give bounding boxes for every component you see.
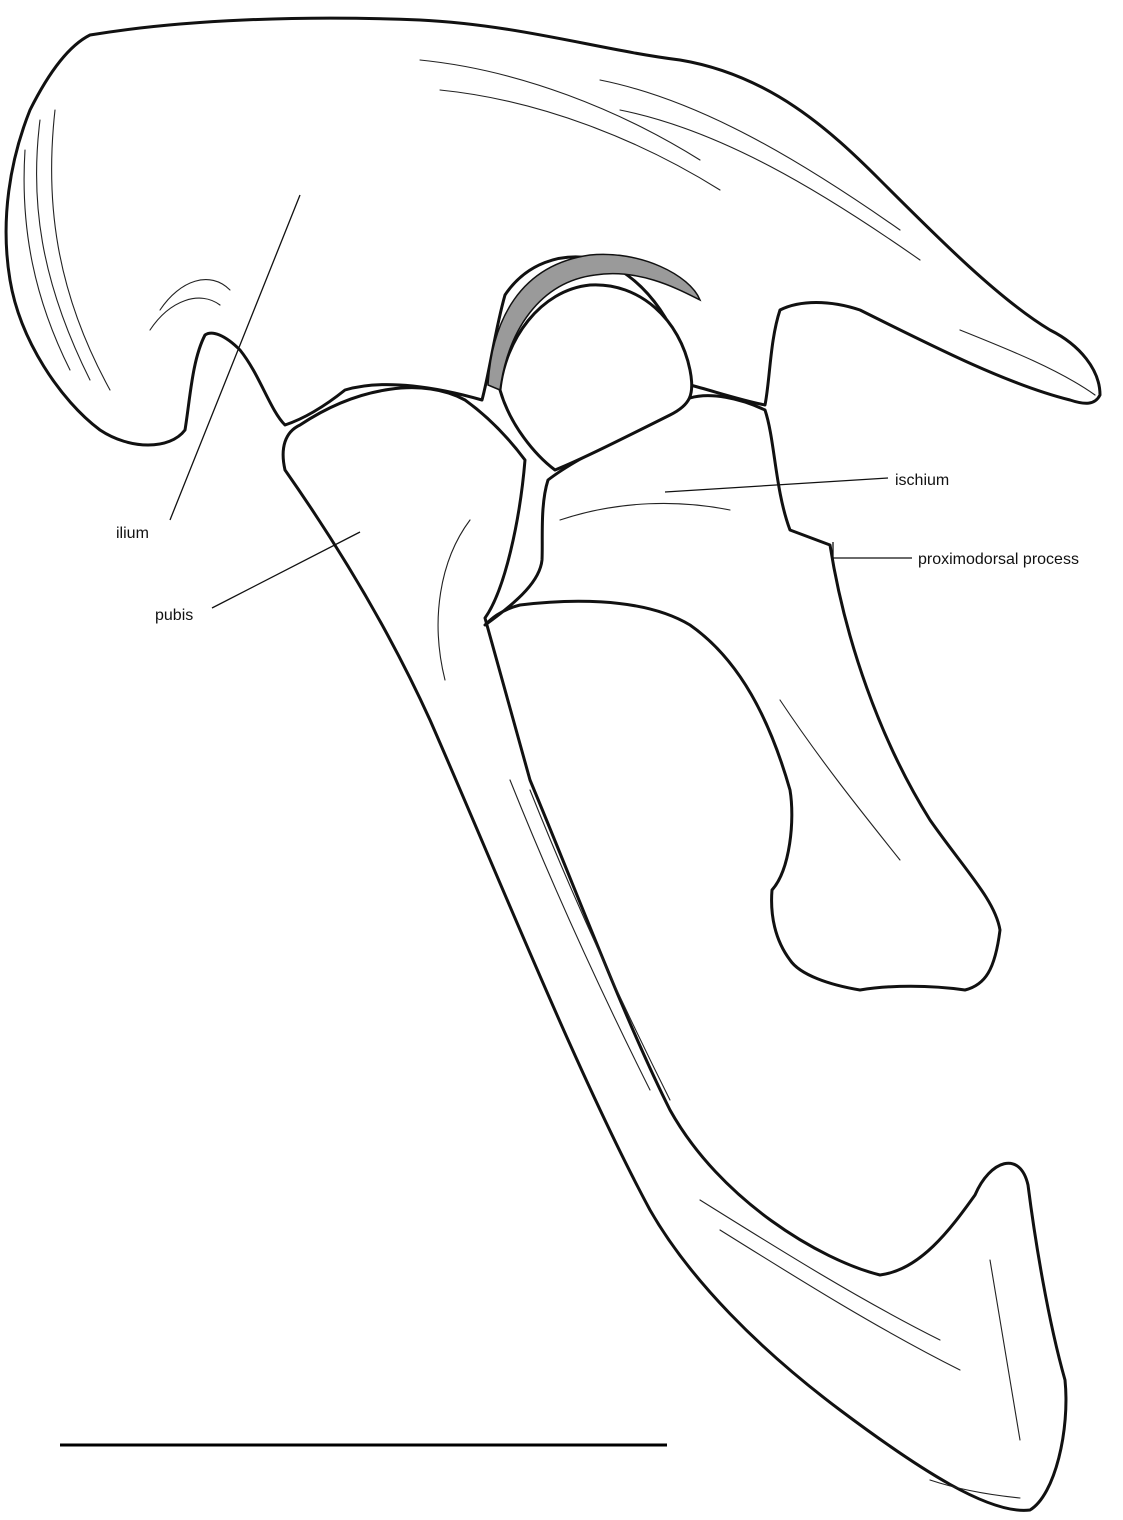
- proximodorsal-process-label: proximodorsal process: [918, 551, 1079, 568]
- pubis-label: pubis: [155, 607, 193, 624]
- pubis-leader: [212, 532, 360, 608]
- ischium-label: ischium: [895, 472, 949, 489]
- proximodorsal-leader: [833, 542, 912, 558]
- ilium-label: ilium: [116, 525, 149, 542]
